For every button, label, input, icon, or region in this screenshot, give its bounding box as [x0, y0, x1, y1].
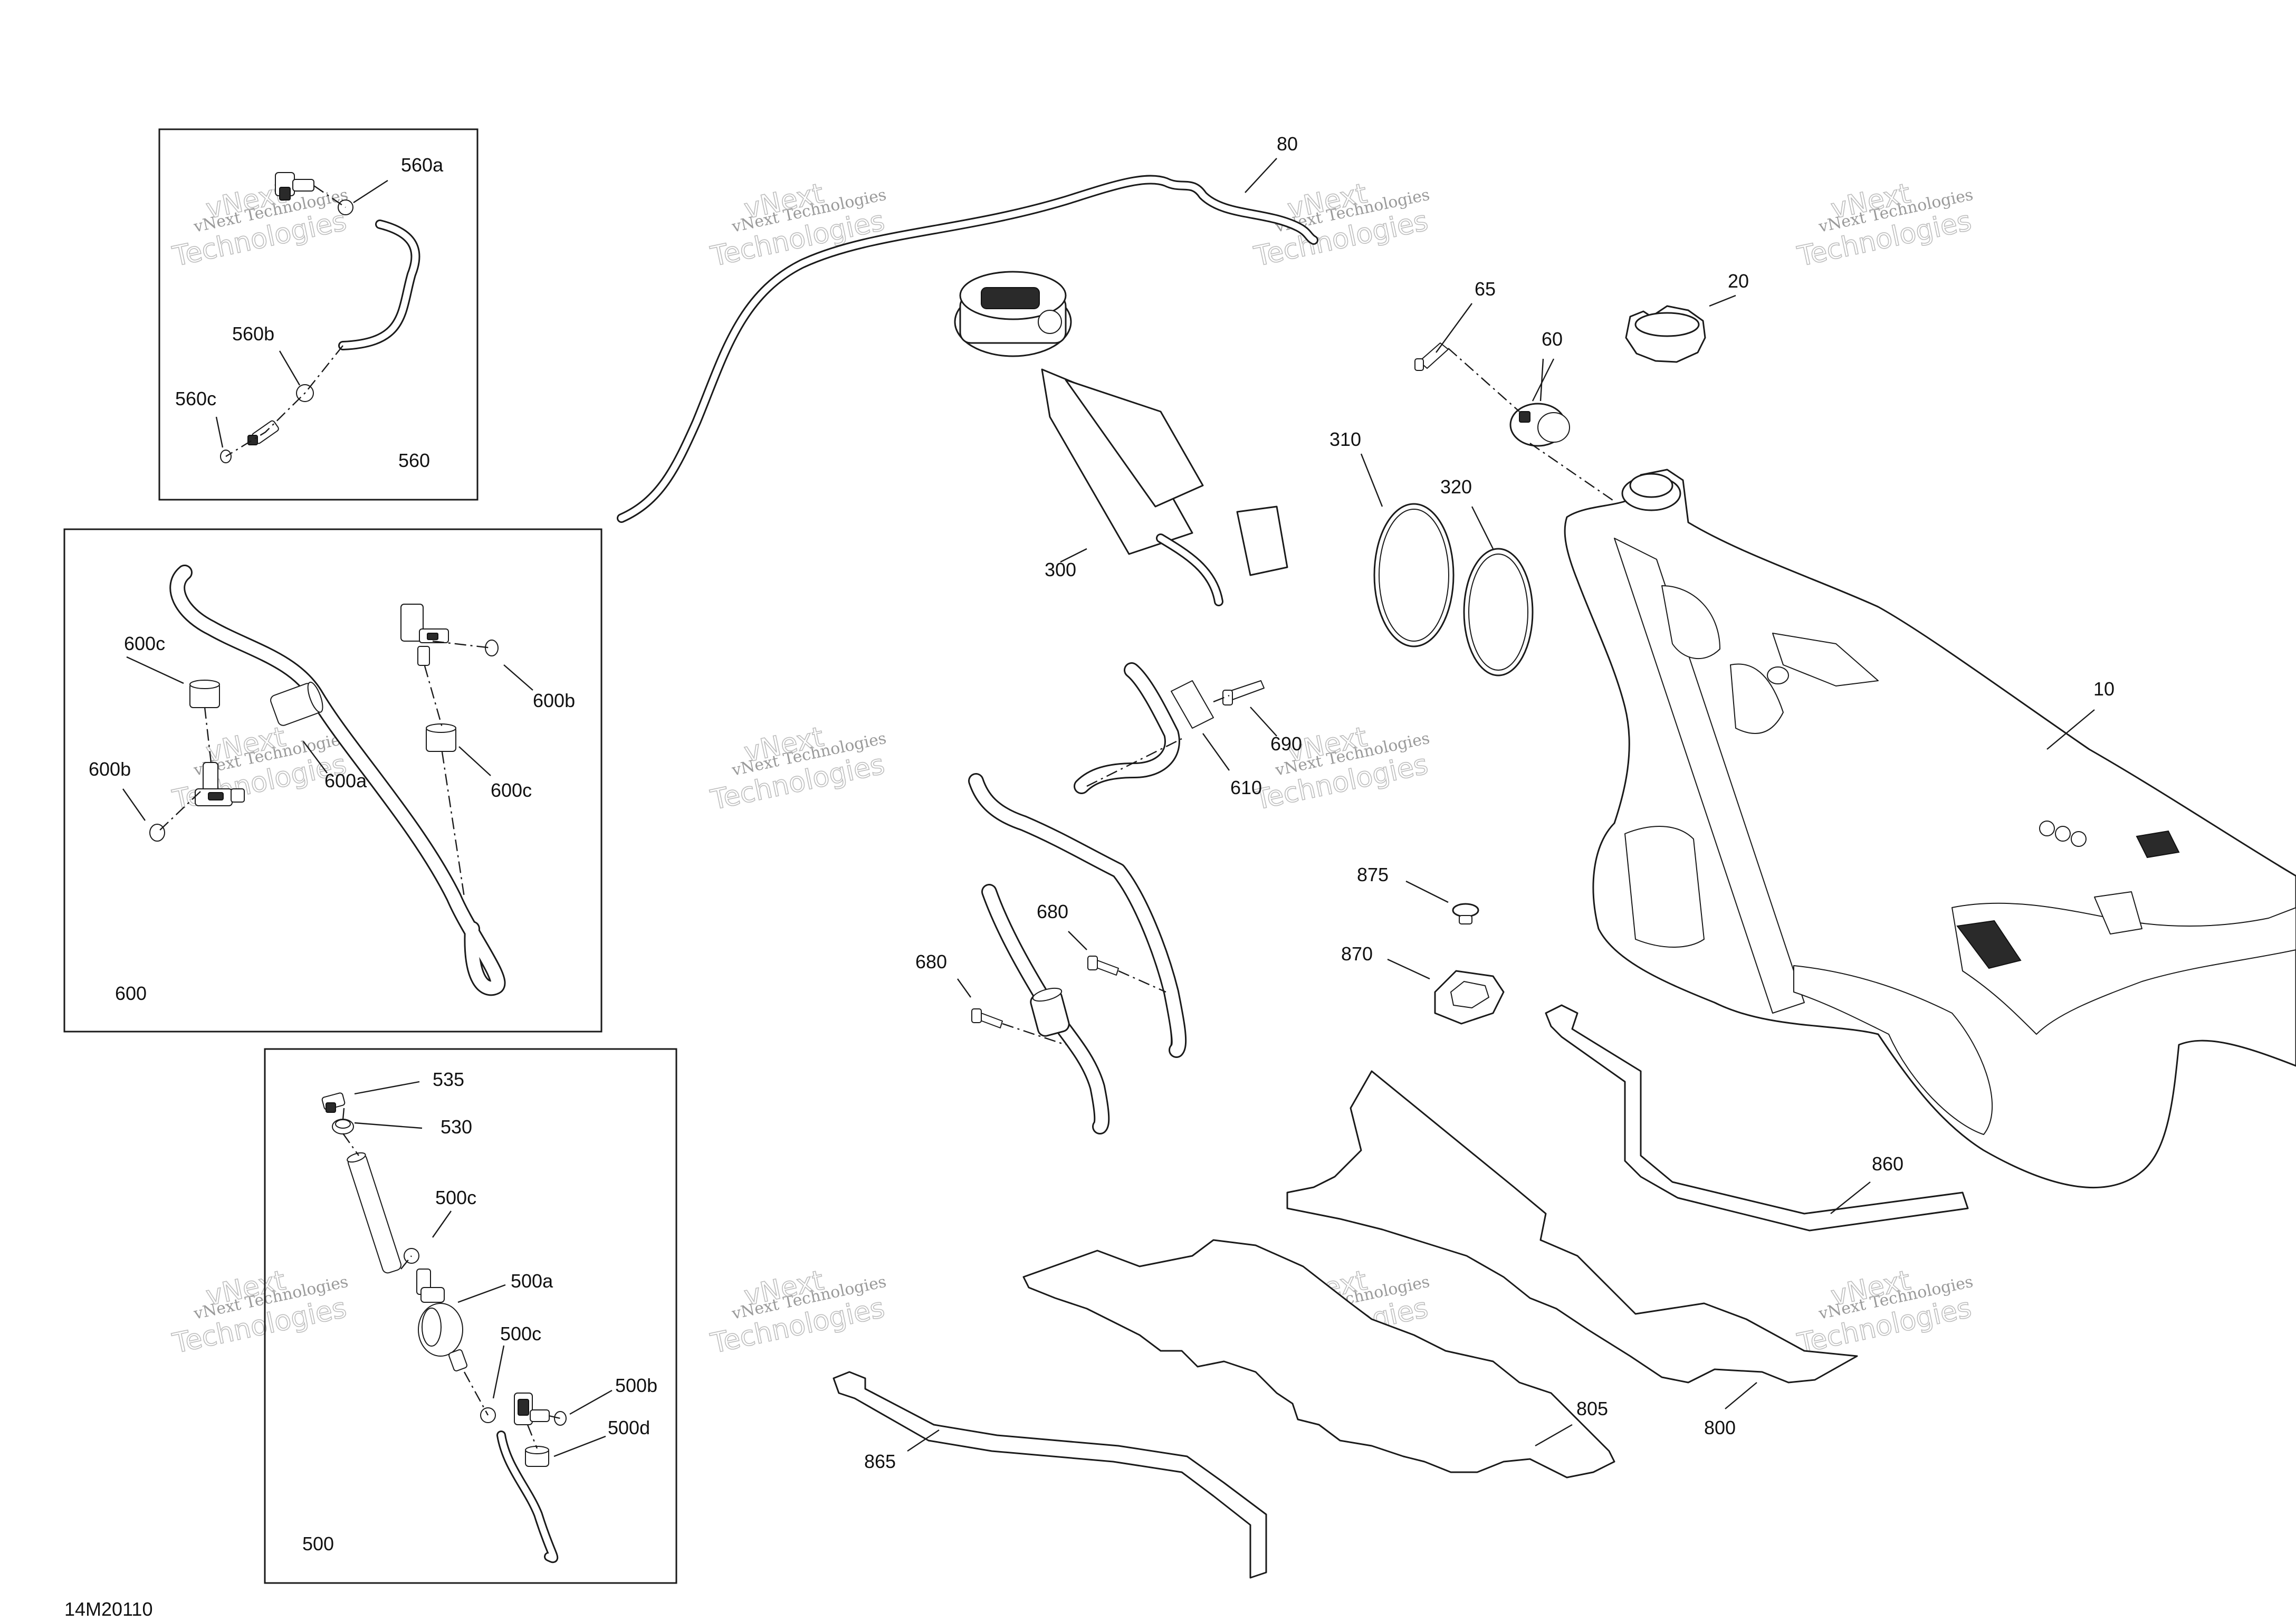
callout-500: 500 [302, 1533, 334, 1555]
inset-560-frame [158, 128, 479, 501]
callout-560a: 560a [401, 154, 444, 176]
callout-870: 870 [1341, 943, 1373, 965]
callout-560c: 560c [175, 388, 216, 409]
heat-shield-800: 800 [1286, 1070, 1858, 1438]
inset-500: 535 530 500c 500a 500c 500b 500d 500 [264, 1048, 677, 1584]
callout-600: 600 [115, 983, 147, 1004]
inset-600-frame [63, 528, 602, 1033]
sleeve-600c [189, 680, 220, 708]
callout-530: 530 [441, 1116, 472, 1138]
rivnut-pad [1956, 830, 2180, 969]
watermark: vNext Technologies Technologies vNext [707, 721, 888, 817]
assembly-line [1529, 443, 1615, 502]
oring-500b [554, 1411, 567, 1426]
callout-320: 320 [1440, 476, 1472, 498]
fitting-530 [332, 1119, 354, 1134]
callout-500c: 500c [435, 1187, 476, 1208]
hose-560 [338, 220, 420, 350]
callout-500b: 500b [615, 1375, 657, 1396]
callout-610: 610 [1230, 777, 1262, 798]
callout-560b: 560b [232, 323, 274, 345]
fuel-cap-20: 20 [1625, 270, 1749, 363]
inset-500-frame [264, 1048, 677, 1584]
callout-300: 300 [1045, 559, 1076, 580]
callout-600c: 600c [491, 779, 532, 801]
callout-680: 680 [915, 951, 947, 972]
callout-865: 865 [864, 1451, 896, 1472]
callout-690: 690 [1270, 733, 1302, 755]
callout-600a: 600a [324, 770, 367, 792]
bolt-680 [1087, 956, 1119, 976]
callout-560: 560 [398, 450, 430, 471]
callout-860: 860 [1872, 1153, 1903, 1175]
connector-535 [321, 1092, 346, 1113]
callout-600b: 600b [533, 690, 575, 711]
fuel-line-assembly-680: 680 680 [915, 773, 1187, 1134]
screw-65: 65 [1414, 278, 1496, 371]
callout-500d: 500d [608, 1417, 650, 1438]
callout-535: 535 [433, 1069, 464, 1090]
assembly-line [1448, 348, 1520, 412]
callout-500c: 500c [500, 1323, 541, 1345]
watermark: vNext Technologies Technologies vNext [707, 1264, 888, 1360]
sleeve-600a [270, 681, 323, 726]
fitting-600-upper [400, 604, 449, 666]
callout-805: 805 [1576, 1398, 1608, 1419]
connector-560c [247, 420, 279, 445]
bolt-690 [1222, 680, 1265, 705]
watermark: vNext Technologies Technologies vNext [1251, 721, 1431, 817]
callout-65: 65 [1475, 278, 1496, 300]
pad-870: 870 [1341, 943, 1505, 1025]
fuel-filter-500a [416, 1269, 467, 1371]
rollover-valve-60: 60 [1509, 328, 1570, 447]
heat-shield-805: 805 [1022, 1239, 1615, 1479]
clamp-500d [525, 1446, 549, 1467]
callout-680: 680 [1037, 901, 1068, 922]
callout-10: 10 [2093, 678, 2115, 700]
bracket-860: 860 [1545, 1004, 1969, 1232]
callout-310: 310 [1329, 428, 1361, 450]
watermark: vNext Technologies Technologies vNext [169, 177, 350, 273]
callout-600c: 600c [124, 633, 165, 654]
callout-800: 800 [1704, 1417, 1736, 1438]
hose-assembly-610: 690 610 [1074, 662, 1302, 798]
callout-875: 875 [1357, 864, 1389, 885]
bolt-680 [971, 1008, 1003, 1028]
fitting-600-lower [195, 762, 245, 806]
inset-600: 600c 600b 600a 600c 600b 600 [63, 528, 602, 1033]
callout-20: 20 [1728, 270, 1749, 292]
watermark: vNext Technologies Technologies vNext [1794, 1264, 1975, 1360]
grommet-875: 875 [1357, 864, 1479, 924]
callout-600b: 600b [89, 758, 131, 780]
watermark: vNext Technologies Technologies vNext [169, 1264, 350, 1360]
inline-filter-680 [1030, 987, 1070, 1037]
fuel-pump-300: 300 [954, 271, 1288, 606]
retaining-ring-310: 310 [1329, 428, 1455, 647]
sleeve-600c [426, 723, 456, 752]
tube-500 [347, 1152, 402, 1274]
elbow-fitting-500b [514, 1393, 550, 1425]
diagram-code: 14M20110 [64, 1598, 152, 1620]
seal-ring-320: 320 [1440, 476, 1534, 676]
elbow-fitting-560 [275, 172, 314, 201]
oring-600b [149, 824, 165, 842]
watermark: vNext Technologies Technologies vNext [707, 177, 888, 273]
callout-80: 80 [1277, 133, 1298, 155]
inset-560: 560a 560b 560c 560 [158, 128, 479, 501]
callout-500a: 500a [511, 1270, 553, 1292]
watermark: vNext Technologies Technologies vNext [1794, 177, 1975, 273]
bracket-865: 865 [833, 1371, 1267, 1579]
oring-600b [485, 640, 499, 656]
fuel-tank-10: 10 [1564, 469, 2296, 1188]
callout-60: 60 [1542, 328, 1563, 350]
vent-tube-80: 80 [617, 133, 1318, 523]
